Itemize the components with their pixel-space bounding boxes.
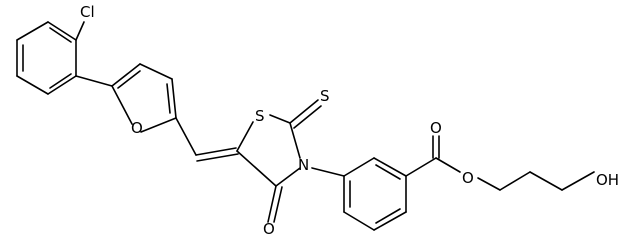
hydroxyl-label: OH	[596, 171, 619, 189]
bond-lines	[16, 21, 595, 231]
ring-sulfur-label: S	[255, 107, 265, 125]
chlorine-atom-label: Cl	[80, 3, 95, 21]
carbonyl-oxygen-label: O	[263, 220, 275, 238]
thione-sulfur-label: S	[320, 87, 330, 105]
atom-labels: Cl O S S N O O O OH	[80, 3, 619, 238]
ester-oxygen-label: O	[462, 169, 474, 187]
furan-oxygen-label: O	[131, 119, 143, 137]
ring-nitrogen-label: N	[298, 156, 309, 174]
ester-carbonyl-oxygen-label: O	[430, 119, 442, 137]
